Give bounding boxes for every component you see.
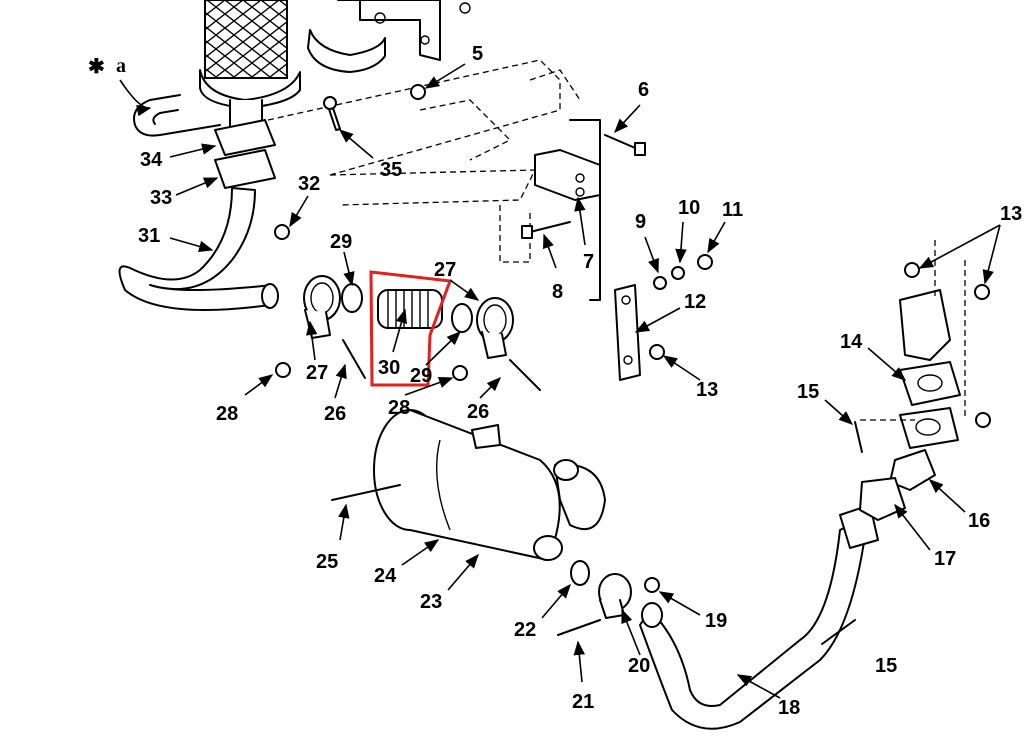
callout-labels: 5 6 7 8 9 10 11 12 13 13 13 14 15 15 16 …: [138, 43, 1022, 719]
callout-24: 24: [374, 565, 397, 587]
callout-26b: 26: [467, 401, 489, 423]
tailpipe-18: [639, 504, 879, 730]
gasket-22: [570, 560, 590, 586]
callout-8: 8: [552, 281, 563, 303]
callout-27a: 27: [306, 362, 328, 384]
clamp-20: [598, 573, 632, 619]
callout-28b: 28: [388, 397, 410, 419]
callout-34: 34: [140, 149, 163, 171]
clamp-left-27: [303, 275, 341, 339]
callout-13a: 13: [696, 379, 718, 401]
callout-26a: 26: [324, 403, 346, 425]
muffler-23: [373, 409, 606, 561]
callout-13b: 13: [1000, 203, 1022, 225]
callout-22: 22: [514, 619, 536, 641]
note-letter: a: [116, 55, 126, 77]
callout-18: 18: [778, 697, 800, 719]
callout-11: 11: [722, 199, 743, 221]
upper-bracket: [307, 0, 471, 73]
leader-lines: [119, 63, 1001, 699]
callout-35: 35: [380, 159, 402, 181]
callout-16: 16: [968, 510, 990, 532]
callout-30: 30: [378, 357, 400, 379]
hanger-bracket: [534, 119, 641, 381]
hardware: [274, 84, 991, 645]
exhaust-pipe-31: [118, 119, 279, 311]
callout-20: 20: [628, 655, 650, 677]
callout-27b: 27: [434, 259, 456, 281]
callout-9: 9: [635, 211, 646, 233]
callout-7: 7: [583, 251, 594, 273]
highlight-item-30: [369, 270, 453, 387]
note-marker: ✱: [88, 56, 105, 78]
callout-32: 32: [298, 173, 320, 195]
callout-5: 5: [472, 43, 483, 65]
callout-14: 14: [840, 331, 863, 353]
callout-31: 31: [138, 225, 160, 247]
callout-29b: 29: [410, 365, 432, 387]
callout-29a: 29: [330, 231, 352, 253]
callout-12: 12: [684, 291, 706, 313]
callout-28a: 28: [216, 403, 238, 425]
vertical-stack: [199, 0, 301, 131]
callout-15b: 15: [875, 655, 897, 677]
callout-25: 25: [316, 551, 338, 573]
callout-19: 19: [705, 610, 727, 632]
flex-pipe-30: [377, 289, 443, 329]
gasket-29-left: [341, 283, 363, 313]
right-flanges: [859, 240, 966, 521]
callout-10: 10: [678, 197, 700, 219]
callout-15a: 15: [797, 381, 819, 403]
gasket-29-right: [451, 303, 473, 333]
callout-33: 33: [150, 187, 172, 209]
callout-17: 17: [934, 548, 956, 570]
callout-6: 6: [638, 79, 649, 101]
u-bolt: [133, 94, 221, 137]
clamp-right-27: [476, 297, 514, 359]
callout-21: 21: [572, 691, 594, 713]
callout-23: 23: [420, 591, 442, 613]
